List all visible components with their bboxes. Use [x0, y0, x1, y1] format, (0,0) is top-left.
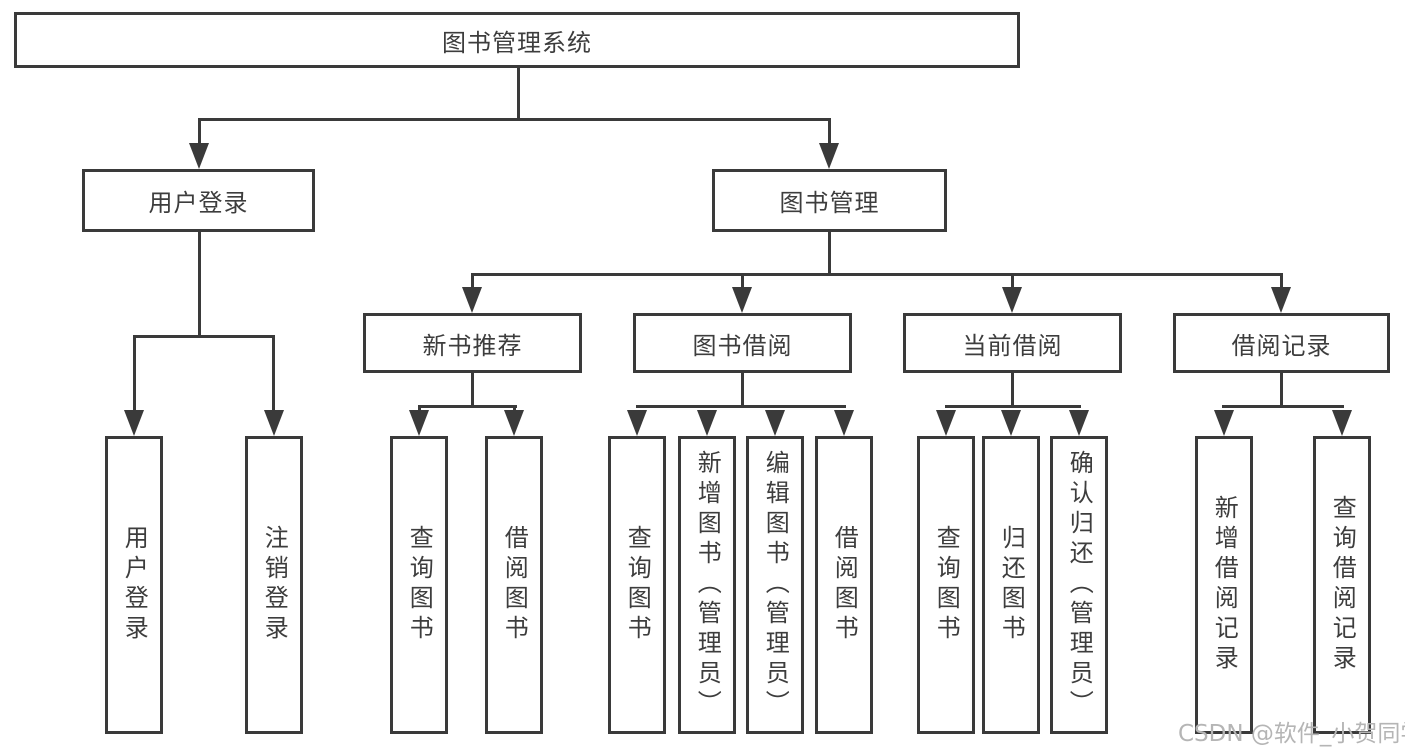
arrow-down-icon: [1271, 287, 1291, 313]
arrow-down-icon: [1001, 410, 1021, 436]
leaf-logout: 注销登录: [245, 436, 303, 734]
arrow-down-icon: [765, 410, 785, 436]
arrow-down-icon: [124, 410, 144, 436]
node-book-borrowing: 图书借阅: [633, 313, 852, 373]
arrow-down-icon: [732, 287, 752, 313]
arrow-down-icon: [504, 410, 524, 436]
connector-line: [272, 335, 275, 415]
leaf-label: 确认归还（管理员）: [1065, 450, 1094, 720]
connector-line: [1280, 373, 1283, 407]
leaf-return-books: 归还图书: [982, 436, 1040, 734]
node-label: 新书推荐: [422, 331, 523, 360]
leaf-label: 查询图书: [932, 525, 961, 645]
connector-line: [1011, 273, 1014, 293]
node-label: 借阅记录: [1231, 331, 1332, 360]
leaf-confirm-return-admin: 确认归还（管理员）: [1050, 436, 1108, 734]
arrow-down-icon: [834, 410, 854, 436]
connector-line: [418, 405, 517, 408]
connector-line: [517, 68, 520, 120]
leaf-label: 查询图书: [623, 525, 652, 645]
connector-line: [1280, 273, 1283, 293]
leaf-query-books-current: 查询图书: [917, 436, 975, 734]
leaf-add-borrow-record: 新增借阅记录: [1195, 436, 1253, 734]
leaf-query-books-recommend: 查询图书: [390, 436, 448, 734]
leaf-label: 归还图书: [997, 525, 1026, 645]
node-borrowing-records: 借阅记录: [1173, 313, 1390, 373]
node-label: 图书借阅: [692, 331, 793, 360]
connector-line: [471, 273, 1283, 276]
node-label: 图书管理系统: [442, 28, 592, 57]
arrow-down-icon: [1002, 287, 1022, 313]
leaf-label: 新增图书（管理员）: [693, 450, 722, 720]
connector-line: [471, 273, 474, 293]
leaf-borrow-books-recommend: 借阅图书: [485, 436, 543, 734]
leaf-user-login: 用户登录: [105, 436, 163, 734]
arrow-down-icon: [1214, 410, 1234, 436]
connector-line: [198, 118, 831, 121]
arrow-down-icon: [627, 410, 647, 436]
leaf-query-borrow-record: 查询借阅记录: [1313, 436, 1371, 734]
leaf-borrow-books-borrowing: 借阅图书: [815, 436, 873, 734]
connector-line: [471, 373, 474, 407]
node-new-book-recommendation: 新书推荐: [363, 313, 582, 373]
connector-line: [133, 335, 136, 415]
leaf-query-books-borrowing: 查询图书: [608, 436, 666, 734]
connector-line: [1011, 373, 1014, 407]
leaf-label: 注销登录: [260, 525, 289, 645]
node-label: 用户登录: [148, 189, 249, 217]
watermark-text: CSDN @软件_小贺同学: [1178, 721, 1405, 747]
leaf-add-books-admin: 新增图书（管理员）: [678, 436, 736, 734]
arrow-down-icon: [409, 410, 429, 436]
leaf-label: 新增借阅记录: [1210, 495, 1239, 675]
leaf-label: 借阅图书: [500, 525, 529, 645]
leaf-label: 查询图书: [405, 525, 434, 645]
connector-line: [741, 373, 744, 407]
node-current-borrowing: 当前借阅: [903, 313, 1122, 373]
arrow-down-icon: [819, 143, 839, 169]
leaf-label: 借阅图书: [830, 525, 859, 645]
node-root: 图书管理系统: [14, 12, 1020, 68]
connector-line: [133, 335, 275, 338]
arrow-down-icon: [1332, 410, 1352, 436]
arrow-down-icon: [1069, 410, 1089, 436]
arrow-down-icon: [697, 410, 717, 436]
node-user-login: 用户登录: [82, 169, 315, 232]
arrow-down-icon: [936, 410, 956, 436]
node-label: 当前借阅: [962, 331, 1063, 360]
leaf-edit-books-admin: 编辑图书（管理员）: [746, 436, 804, 734]
connector-line: [198, 232, 201, 338]
node-label: 图书管理: [779, 189, 880, 217]
connector-line: [741, 273, 744, 293]
arrow-down-icon: [462, 287, 482, 313]
connector-line: [945, 405, 1081, 408]
connector-line: [828, 118, 831, 148]
connector-line: [828, 232, 831, 275]
leaf-label: 用户登录: [120, 525, 149, 645]
connector-line: [1222, 405, 1344, 408]
arrow-down-icon: [189, 143, 209, 169]
connector-line: [636, 405, 846, 408]
node-book-management: 图书管理: [712, 169, 947, 232]
connector-line: [198, 118, 201, 148]
leaf-label: 编辑图书（管理员）: [761, 450, 790, 720]
leaf-label: 查询借阅记录: [1328, 495, 1357, 675]
arrow-down-icon: [264, 410, 284, 436]
